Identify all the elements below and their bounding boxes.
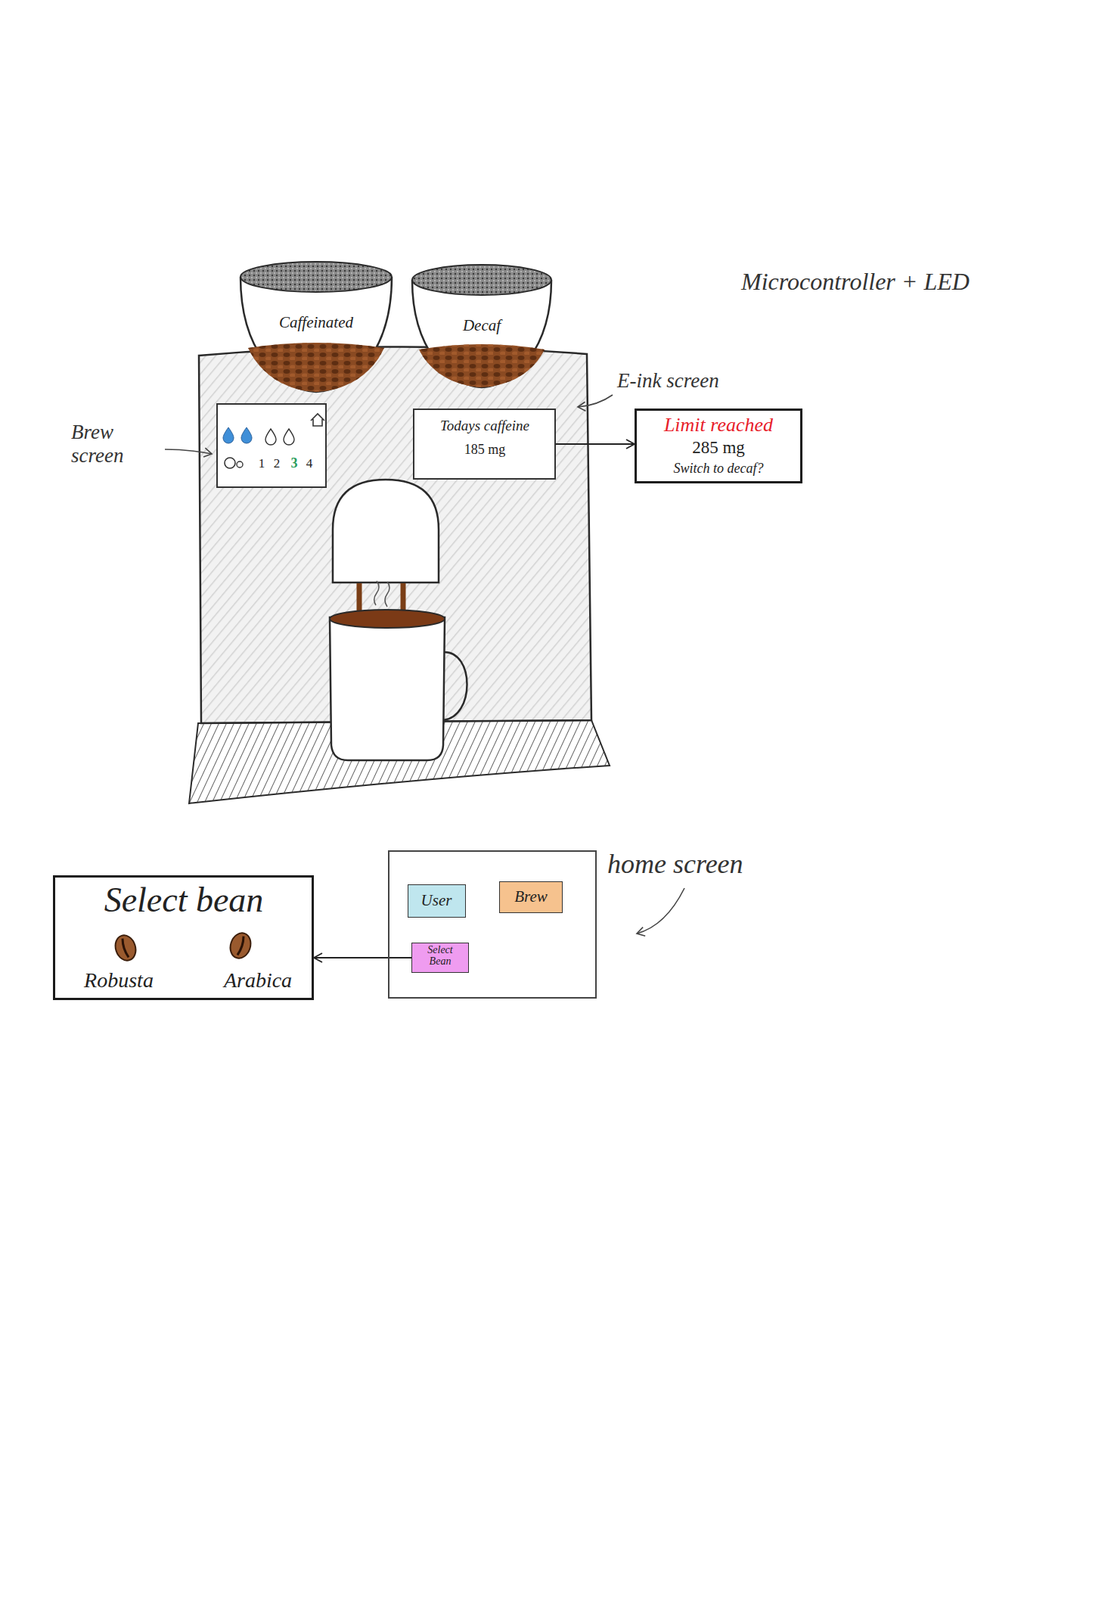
- water-drop: [223, 427, 234, 444]
- water-drop-empty: [283, 428, 295, 445]
- brew-button: Brew: [499, 881, 563, 913]
- node-text: Caffeinated: [279, 313, 354, 332]
- bowl: [412, 279, 552, 388]
- caffeine-display: Todays caffeine 185 mg: [412, 408, 556, 480]
- user-button: User: [407, 884, 466, 918]
- node-text: Decaf: [462, 316, 501, 335]
- node-text: Select bean: [104, 880, 264, 921]
- limit-display: Limit reached285 mg Switch to decaf?: [634, 408, 803, 484]
- hopper-caffeinated: [240, 261, 392, 392]
- node-text: Limit reached: [664, 413, 773, 437]
- water-drop-empty: [265, 428, 277, 445]
- bean: [111, 932, 139, 963]
- beans-texture: [248, 342, 385, 392]
- callout-label: E-ink screen: [617, 369, 720, 393]
- connector-arrow: [555, 443, 635, 445]
- dispenser: [332, 479, 439, 583]
- select-bean-button: Select Bean: [411, 942, 469, 973]
- cup-handle: [443, 651, 468, 720]
- water-drop: [241, 427, 252, 444]
- bean-icon: [226, 930, 254, 961]
- bean-crease: [121, 938, 129, 958]
- beans: [248, 342, 385, 392]
- beans: [418, 344, 545, 388]
- bean-hopper: Decaf: [408, 263, 556, 388]
- node-text: 285 mg: [692, 437, 745, 458]
- bean-hopper: Caffeinated: [234, 260, 398, 393]
- home-icon: [310, 413, 325, 426]
- node-text: 185 mg: [464, 441, 506, 458]
- node-text: Todays caffeine: [440, 417, 530, 435]
- bean: [226, 930, 254, 961]
- leader-arrow: [636, 887, 685, 934]
- cup: [329, 617, 445, 761]
- cup-icon: [224, 457, 236, 469]
- node-text: User: [421, 890, 453, 910]
- callout-label: Brew screen: [71, 420, 155, 468]
- leader-arrow: [164, 449, 212, 454]
- node-text: Switch to decaf?: [673, 460, 764, 477]
- note-label: Microcontroller + LED: [741, 267, 970, 296]
- node-text: 1: [258, 456, 266, 472]
- callout-label: home screen: [607, 848, 744, 880]
- node-text: Arabica: [223, 968, 292, 993]
- home-screen: User BrewSelect Bean: [387, 850, 597, 999]
- leader-arrow: [577, 394, 613, 407]
- select-bean-screen: Select beanRobusta Arabica: [52, 875, 314, 1000]
- hopper-decaf: [412, 264, 552, 388]
- node-text: 2: [273, 456, 281, 472]
- bean-crease: [237, 936, 246, 956]
- brew-screen: 1234: [216, 403, 327, 488]
- screen-ground: [412, 408, 556, 480]
- beans-texture: [418, 344, 545, 388]
- bean-icon: [111, 932, 139, 963]
- cup-icon: [236, 461, 243, 468]
- coffee: [329, 609, 445, 628]
- node-text: 3: [291, 455, 298, 472]
- node-text: 4: [306, 456, 314, 472]
- bowl-rim: [240, 261, 392, 292]
- node-text: Brew: [514, 887, 548, 906]
- node-text: Select Bean: [419, 944, 461, 967]
- bowl: [240, 276, 392, 392]
- connector-arrow: [313, 956, 412, 959]
- node-text: Robusta: [83, 968, 154, 993]
- screen-ground: [216, 403, 327, 488]
- steam: [374, 580, 390, 607]
- bowl-rim: [412, 264, 552, 295]
